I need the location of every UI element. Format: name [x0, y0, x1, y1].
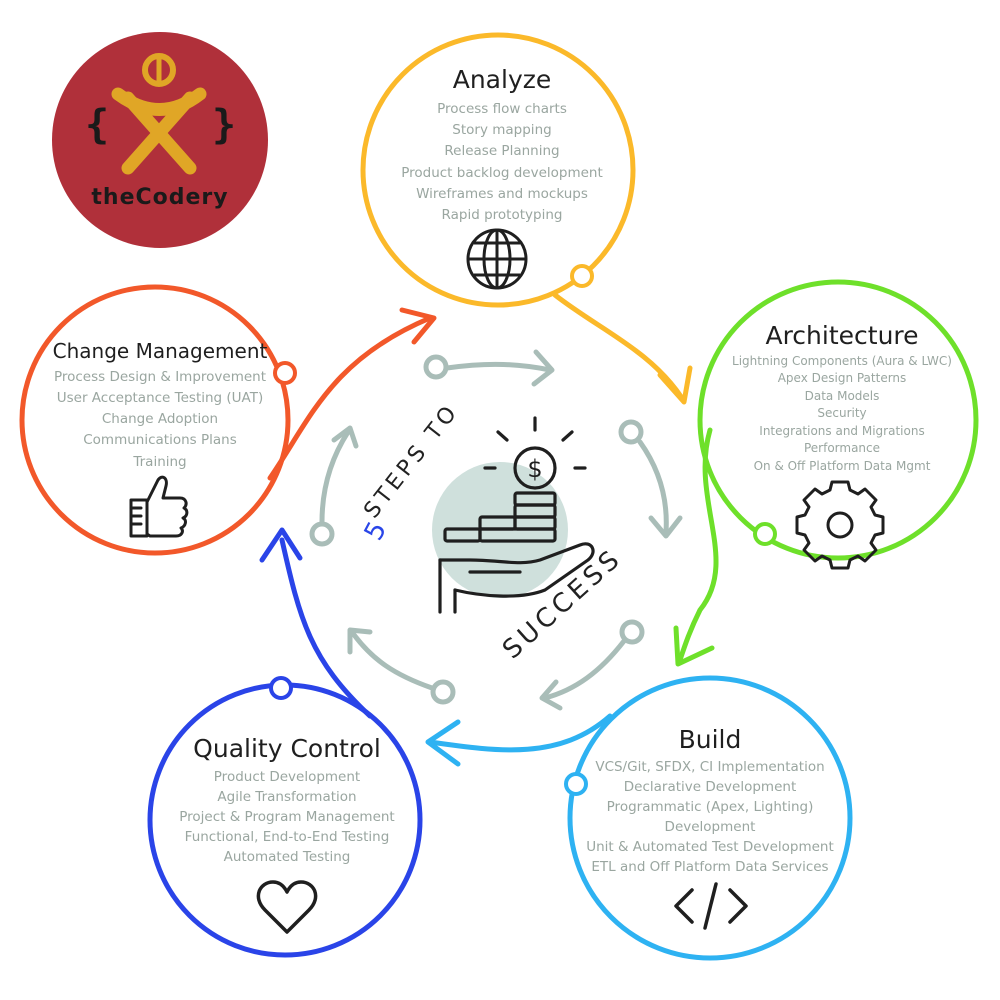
build-item: Programmatic (Apex, Lighting)	[607, 799, 814, 815]
analyze-item: Release Planning	[444, 143, 559, 159]
inner-cycle	[309, 349, 683, 711]
quality-item: Agile Transformation	[217, 789, 356, 805]
architecture-item: Performance	[804, 441, 880, 455]
quality-stage: Quality Control Product Development Agil…	[179, 734, 395, 934]
analyze-item: Wireframes and mockups	[416, 186, 588, 202]
analyze-item: Product backlog development	[401, 165, 603, 181]
code-icon	[674, 882, 748, 930]
architecture-item: Security	[817, 406, 866, 420]
quality-arrow-head	[259, 527, 303, 563]
change-item: Process Design & Improvement	[54, 369, 266, 385]
thecodery-logo: { } theCodery	[52, 32, 268, 248]
change-stage: Change Management Process Design & Impro…	[53, 339, 268, 538]
build-item: ETL and Off Platform Data Services	[591, 859, 828, 875]
architecture-node	[753, 522, 777, 546]
change-node	[273, 361, 297, 385]
build-stage: Build VCS/Git, SFDX, CI Implementation D…	[586, 725, 834, 930]
thumbs-up-icon	[129, 475, 189, 538]
quality-title: Quality Control	[193, 734, 381, 763]
analyze-node	[570, 264, 594, 288]
logo-person-icon	[111, 87, 207, 175]
analyze-stage: Analyze Process flow charts Story mappin…	[401, 65, 603, 290]
change-arrow-head	[399, 307, 437, 345]
architecture-item: Apex Design Patterns	[778, 371, 907, 385]
architecture-stage: Architecture Lightning Components (Aura …	[732, 321, 952, 570]
architecture-item: Integrations and Migrations	[759, 424, 924, 438]
analyze-item: Rapid prototyping	[442, 207, 563, 223]
build-loop	[427, 675, 853, 961]
globe-icon	[466, 228, 528, 290]
svg-text:}: }	[212, 102, 236, 148]
build-title: Build	[679, 725, 742, 754]
logo-text: theCodery	[91, 185, 228, 210]
change-title: Change Management	[53, 339, 268, 363]
change-item: User Acceptance Testing (UAT)	[57, 390, 264, 406]
svg-text:{: {	[85, 102, 109, 148]
build-item: VCS/Git, SFDX, CI Implementation	[595, 759, 824, 775]
quality-item: Automated Testing	[224, 849, 351, 865]
analyze-item: Process flow charts	[437, 101, 567, 117]
success-icon: $	[432, 416, 595, 614]
quality-item: Project & Program Management	[179, 809, 394, 825]
heart-icon	[256, 880, 318, 934]
architecture-item: On & Off Platform Data Mgmt	[754, 459, 931, 473]
gear-icon	[795, 480, 885, 570]
change-item: Training	[132, 454, 186, 470]
analyze-arrow-head	[657, 365, 693, 405]
build-arrow-head	[425, 719, 461, 767]
build-item: Development	[665, 819, 756, 835]
architecture-loop	[677, 279, 979, 663]
change-item: Communications Plans	[83, 432, 236, 448]
change-loop	[19, 284, 433, 556]
logo-head-icon	[142, 53, 176, 87]
build-item: Unit & Automated Test Development	[586, 839, 834, 855]
quality-node	[269, 676, 293, 700]
svg-text:$: $	[527, 455, 542, 483]
quality-item: Functional, End-to-End Testing	[185, 829, 390, 845]
build-item: Declarative Development	[624, 779, 796, 795]
analyze-title: Analyze	[453, 65, 552, 94]
quality-item: Product Development	[214, 769, 360, 785]
architecture-arrow-head	[673, 625, 715, 667]
analyze-item: Story mapping	[452, 122, 551, 138]
analyze-loop	[360, 32, 685, 401]
architecture-title: Architecture	[765, 321, 918, 350]
change-item: Change Adoption	[102, 411, 218, 427]
architecture-item: Lightning Components (Aura & LWC)	[732, 354, 952, 368]
architecture-item: Data Models	[805, 389, 880, 403]
build-node	[564, 772, 588, 796]
